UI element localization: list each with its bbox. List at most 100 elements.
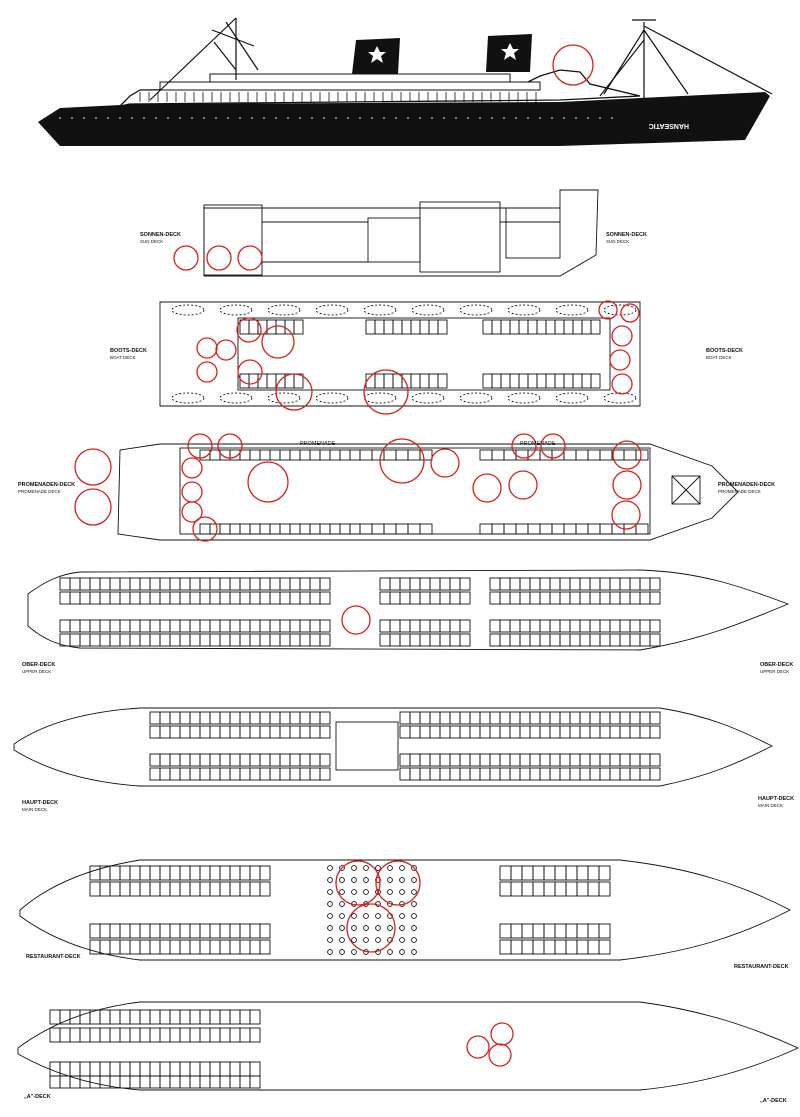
highlight-circle — [430, 448, 460, 478]
cabin — [549, 591, 561, 605]
cabin — [239, 319, 250, 335]
cabin — [499, 753, 511, 767]
cabin — [259, 633, 271, 647]
cabin — [503, 449, 517, 461]
cabin — [409, 619, 421, 633]
cabin — [139, 577, 151, 591]
cabin — [389, 591, 401, 605]
cabin — [543, 881, 556, 897]
table — [339, 913, 345, 919]
a-deck-label: „A"-DECK — [24, 1094, 51, 1100]
cabin — [509, 373, 520, 389]
cabin — [543, 923, 556, 939]
cabin — [199, 711, 211, 725]
cabin — [539, 633, 551, 647]
highlight-circle — [466, 1035, 490, 1059]
cabin — [439, 725, 451, 739]
cabin — [259, 725, 271, 739]
cabin — [619, 753, 631, 767]
table — [411, 889, 417, 895]
cabin — [229, 619, 241, 633]
cabin — [239, 619, 251, 633]
cabin — [159, 881, 171, 897]
sun-deck-outline — [203, 189, 599, 277]
cabin — [527, 319, 538, 335]
cabin — [536, 373, 547, 389]
cabin — [519, 767, 531, 781]
cabin — [229, 725, 241, 739]
cabin — [419, 523, 433, 535]
promenade-walk-label: PROMENADE — [520, 441, 556, 447]
lifeboat — [219, 392, 253, 404]
cabin — [575, 523, 589, 535]
cabin — [89, 619, 101, 633]
cabin — [119, 633, 131, 647]
cabin — [549, 619, 561, 633]
cabin — [249, 577, 261, 591]
cabin — [209, 711, 221, 725]
cabin — [299, 753, 311, 767]
cabin — [229, 1009, 241, 1025]
cabin — [491, 319, 502, 335]
cabin — [219, 923, 231, 939]
cabin — [299, 725, 311, 739]
cabin — [329, 449, 341, 461]
cabin — [609, 577, 621, 591]
upper-deck-cabins — [59, 577, 661, 647]
cabin — [619, 633, 631, 647]
porthole — [286, 116, 290, 120]
highlight-circle — [196, 361, 218, 383]
cabin — [549, 725, 561, 739]
cabin — [149, 577, 161, 591]
cabin — [289, 767, 301, 781]
table — [327, 865, 333, 871]
cabin — [219, 939, 231, 955]
cabin — [459, 725, 471, 739]
cabin — [629, 767, 641, 781]
cabin — [169, 881, 181, 897]
cabin — [399, 633, 411, 647]
highlight-circle — [74, 488, 112, 526]
cabin — [309, 633, 321, 647]
cabin — [249, 865, 261, 881]
cabin — [289, 711, 301, 725]
cabin — [598, 939, 611, 955]
cabin — [199, 725, 211, 739]
cabin — [409, 711, 421, 725]
cabin — [500, 373, 511, 389]
cabin — [59, 619, 71, 633]
cabin — [399, 591, 411, 605]
cabin — [299, 711, 311, 725]
cabin — [499, 619, 511, 633]
highlight-circle — [261, 325, 295, 359]
promenade-deck-outline — [117, 443, 739, 541]
cabin — [289, 591, 301, 605]
porthole — [502, 116, 506, 120]
cabin — [159, 767, 171, 781]
cabin — [239, 939, 251, 955]
cabin — [539, 619, 551, 633]
restaurant-deck-label: RESTAURANT-DECK — [26, 954, 81, 960]
cabin — [199, 939, 211, 955]
cabin — [129, 1009, 141, 1025]
porthole — [250, 116, 254, 120]
cabin — [572, 373, 583, 389]
cabin — [249, 939, 261, 955]
lifeboat — [171, 304, 205, 316]
table — [327, 949, 333, 955]
cabin — [439, 591, 451, 605]
cabin — [565, 865, 578, 881]
cabin — [559, 711, 571, 725]
cabin — [529, 725, 541, 739]
cabin — [169, 753, 181, 767]
cabin — [119, 1027, 131, 1043]
cabin — [469, 725, 481, 739]
highlight-circle — [215, 339, 237, 361]
lifeboat — [171, 392, 205, 404]
cabin — [439, 577, 451, 591]
cabin — [519, 619, 531, 633]
lifeboat — [267, 304, 301, 316]
cabin — [189, 881, 201, 897]
